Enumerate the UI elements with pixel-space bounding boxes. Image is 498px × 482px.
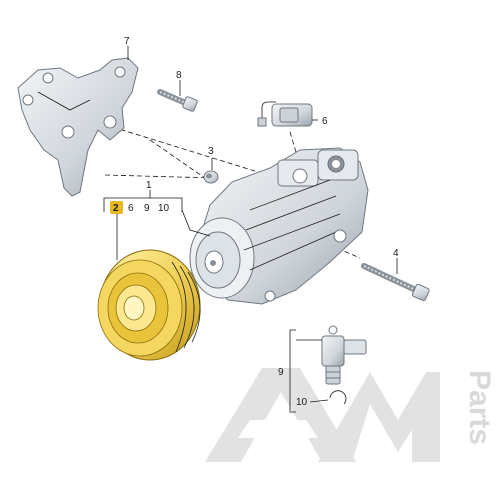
watermark: AM Parts <box>205 368 496 462</box>
watermark-m-shape <box>318 372 440 462</box>
callout-9[interactable]: 9 <box>278 367 284 378</box>
compressor-bolt <box>361 263 430 302</box>
callouts: 7 8 6 3 1 2 6 9 10 4 9 10 <box>110 36 399 408</box>
callout-3[interactable]: 3 <box>208 146 214 157</box>
callout-8[interactable]: 8 <box>176 70 182 81</box>
callout-7[interactable]: 7 <box>124 36 130 47</box>
leader-lines <box>103 46 398 413</box>
bracket-bolt <box>157 89 198 112</box>
circlip <box>329 390 347 405</box>
sleeve <box>203 170 219 184</box>
mounting-bracket <box>17 57 139 197</box>
pressure-sensor <box>257 101 313 127</box>
watermark-suffix: Parts <box>463 370 496 445</box>
ac-compressor <box>189 147 369 305</box>
callout-6-group[interactable]: 6 <box>128 203 134 214</box>
control-valve <box>321 325 367 385</box>
watermark-a-shape <box>205 368 356 462</box>
callout-4[interactable]: 4 <box>393 248 399 259</box>
callout-1[interactable]: 1 <box>146 180 152 191</box>
callout-9-group[interactable]: 9 <box>144 203 150 214</box>
callout-6[interactable]: 6 <box>322 116 328 127</box>
watermark-a-bar <box>238 420 318 438</box>
callout-2[interactable]: 2 <box>113 203 119 214</box>
callout-10[interactable]: 10 <box>296 397 308 408</box>
pulley <box>97 249 201 361</box>
callout-2-highlight <box>110 201 123 214</box>
callout-10-group[interactable]: 10 <box>158 203 170 214</box>
